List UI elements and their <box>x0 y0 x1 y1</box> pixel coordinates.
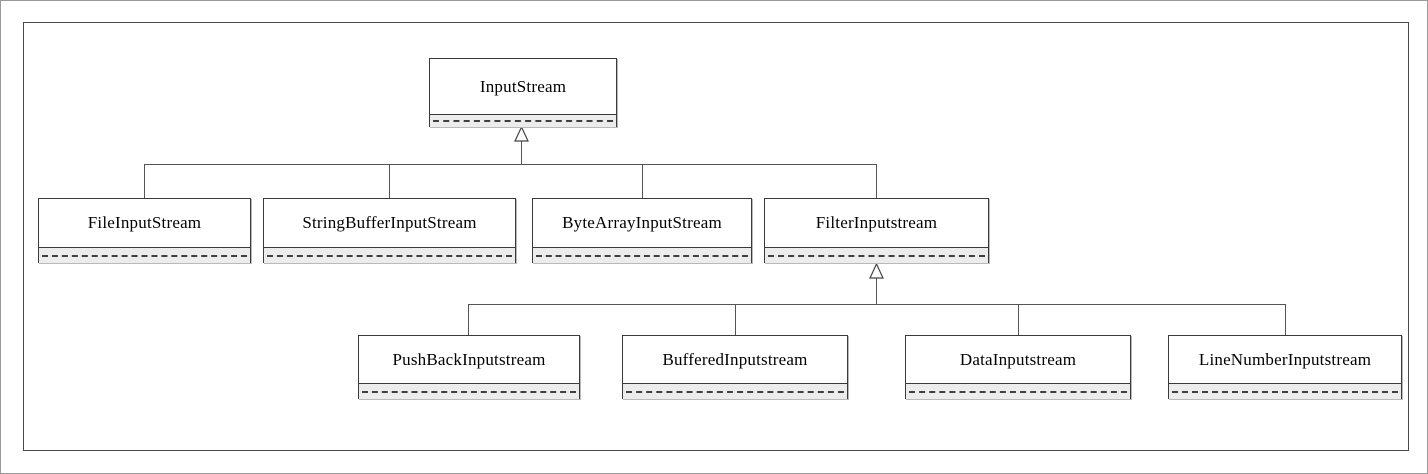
class-name-filterinputstream: FilterInputstream <box>765 199 988 247</box>
class-attributes-filterinputstream <box>765 247 988 263</box>
class-box-bufferedinputstream[interactable]: BufferedInputstream <box>622 335 848 399</box>
class-name-stringbufferinputstream: StringBufferInputStream <box>264 199 515 247</box>
generalization-bus-level2 <box>468 304 1285 305</box>
class-attributes-inputstream <box>430 114 616 127</box>
attribute-placeholder-rule <box>42 254 247 257</box>
class-name-datainputstream: DataInputstream <box>906 336 1130 383</box>
attribute-placeholder-rule <box>768 254 985 257</box>
attribute-placeholder-rule <box>1172 390 1398 393</box>
class-attributes-stringbufferinputstream <box>264 247 515 263</box>
generalization-stem-inputstream <box>521 125 522 164</box>
class-name-pushbackinputstream: PushBackInputstream <box>359 336 579 383</box>
class-box-pushbackinputstream[interactable]: PushBackInputstream <box>358 335 580 399</box>
generalization-arrowhead-filterinputstream <box>869 263 884 279</box>
attribute-placeholder-rule <box>362 390 576 393</box>
generalization-drop-datainputstream <box>1018 304 1019 335</box>
class-box-inputstream[interactable]: InputStream <box>429 58 617 127</box>
diagram-frame: InputStream FileInputStream StringBuffer… <box>23 22 1409 451</box>
attribute-placeholder-rule <box>267 254 512 257</box>
generalization-bus-level1 <box>144 164 876 165</box>
class-attributes-bufferedinputstream <box>623 383 847 399</box>
class-attributes-fileinputstream <box>39 247 250 263</box>
class-attributes-datainputstream <box>906 383 1130 399</box>
class-box-linenumberinputstream[interactable]: LineNumberInputstream <box>1168 335 1402 399</box>
generalization-drop-bytearrayinputstream <box>642 164 643 198</box>
attribute-placeholder-rule <box>433 120 613 122</box>
generalization-drop-fileinputstream <box>144 164 145 198</box>
class-name-bytearrayinputstream: ByteArrayInputStream <box>533 199 751 247</box>
class-attributes-linenumberinputstream <box>1169 383 1401 399</box>
class-name-fileinputstream: FileInputStream <box>39 199 250 247</box>
class-box-filterinputstream[interactable]: FilterInputstream <box>764 198 989 263</box>
generalization-drop-stringbufferinputstream <box>389 164 390 198</box>
class-box-stringbufferinputstream[interactable]: StringBufferInputStream <box>263 198 516 263</box>
attribute-placeholder-rule <box>626 390 844 393</box>
attribute-placeholder-rule <box>536 254 748 257</box>
class-attributes-bytearrayinputstream <box>533 247 751 263</box>
generalization-drop-pushbackinputstream <box>468 304 469 335</box>
generalization-arrowhead-inputstream <box>514 126 529 142</box>
class-name-bufferedinputstream: BufferedInputstream <box>623 336 847 383</box>
generalization-stem-filterinputstream <box>876 262 877 304</box>
class-box-fileinputstream[interactable]: FileInputStream <box>38 198 251 263</box>
generalization-drop-bufferedinputstream <box>735 304 736 335</box>
class-attributes-pushbackinputstream <box>359 383 579 399</box>
attribute-placeholder-rule <box>909 390 1127 393</box>
class-box-bytearrayinputstream[interactable]: ByteArrayInputStream <box>532 198 752 263</box>
class-name-inputstream: InputStream <box>430 59 616 114</box>
generalization-drop-filterinputstream <box>876 164 877 198</box>
generalization-drop-linenumberinputstream <box>1285 304 1286 335</box>
class-name-linenumberinputstream: LineNumberInputstream <box>1169 336 1401 383</box>
class-box-datainputstream[interactable]: DataInputstream <box>905 335 1131 399</box>
